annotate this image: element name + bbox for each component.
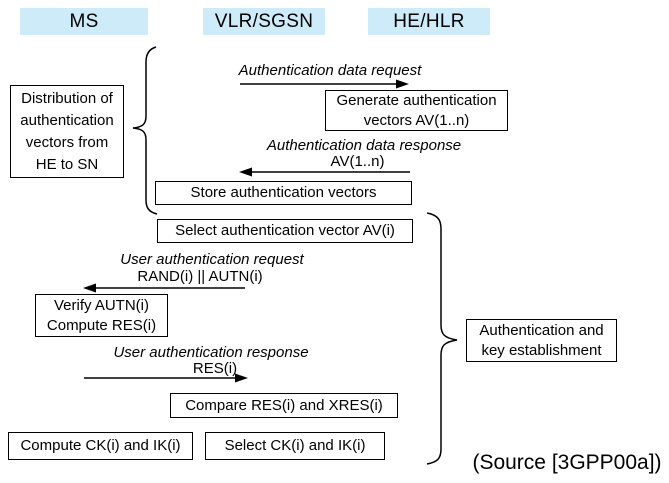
box-compare-res: Compare RES(i) and XRES(i) — [170, 393, 398, 418]
auth-data-request-label: Authentication data request — [238, 62, 422, 79]
entity-vlr-sgsn: VLR/SGSN — [203, 8, 325, 35]
user-auth-request-label: User authentication request — [120, 251, 304, 268]
box-verify-compute: Verify AUTN(i) Compute RES(i) — [35, 294, 168, 337]
user-auth-response-label: User authentication response — [113, 344, 309, 361]
auth-data-response-arrow — [239, 167, 410, 177]
user-auth-request-arrow — [83, 283, 245, 293]
box-select-vector: Select authentication vector AV(i) — [157, 219, 413, 243]
user-auth-request-detail: RAND(i) || AUTN(i) — [137, 268, 263, 285]
box-auth-key-establishment: Authentication and key establishment — [466, 319, 617, 362]
entity-he-hlr: HE/HLR — [368, 8, 490, 35]
auth-data-request-arrow — [240, 79, 409, 89]
user-auth-response-arrow — [84, 373, 248, 383]
entity-ms: MS — [20, 8, 148, 35]
box-select-ck-ik: Select CK(i) and IK(i) — [205, 432, 385, 460]
user-auth-response-detail: RES(i) — [192, 360, 238, 377]
auth-data-response-detail: AV(1..n) — [330, 153, 385, 170]
box-generate-vectors: Generate authentication vectors AV(1..n) — [325, 90, 508, 131]
box-distribution: Distribution of authentication vectors f… — [10, 85, 124, 178]
right-brace — [426, 212, 458, 465]
source-citation: (Source [3GPP00a]) — [472, 451, 662, 474]
box-compute-ck-ik: Compute CK(i) and IK(i) — [8, 432, 193, 460]
left-brace — [132, 46, 158, 215]
box-store-vectors: Store authentication vectors — [155, 181, 412, 205]
auth-data-response-label: Authentication data response — [266, 137, 462, 154]
